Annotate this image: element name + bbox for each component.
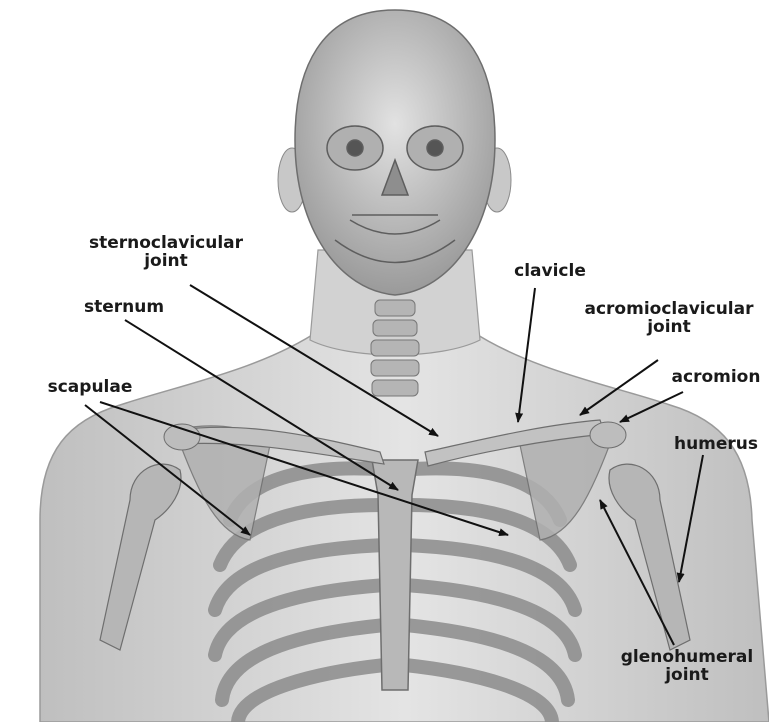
label-sternoclavicular-line1: sternoclavicular — [76, 234, 256, 252]
acromion-bone — [590, 422, 626, 448]
label-sternum: sternum — [74, 298, 174, 316]
label-glenohumeral-line1: glenohumeral — [610, 648, 764, 666]
label-humerus: humerus — [668, 435, 764, 453]
label-acromioclavicular-line1: acromioclavicular — [574, 300, 764, 318]
label-acromion-text: acromion — [664, 368, 768, 386]
label-sternoclavicular-line2: joint — [76, 252, 256, 270]
label-clavicle: clavicle — [505, 262, 595, 280]
label-humerus-text: humerus — [668, 435, 764, 453]
label-acromion: acromion — [664, 368, 768, 386]
label-glenohumeral-joint: glenohumeral joint — [610, 648, 764, 684]
label-scapulae: scapulae — [40, 378, 140, 396]
label-scapulae-text: scapulae — [40, 378, 140, 396]
label-acromioclavicular-line2: joint — [574, 318, 764, 336]
label-sternoclavicular-joint: sternoclavicular joint — [76, 234, 256, 270]
label-glenohumeral-line2: joint — [610, 666, 764, 684]
label-acromioclavicular-joint: acromioclavicular joint — [574, 300, 764, 336]
label-sternum-text: sternum — [74, 298, 174, 316]
cervical-spine — [371, 300, 419, 396]
label-clavicle-text: clavicle — [505, 262, 595, 280]
